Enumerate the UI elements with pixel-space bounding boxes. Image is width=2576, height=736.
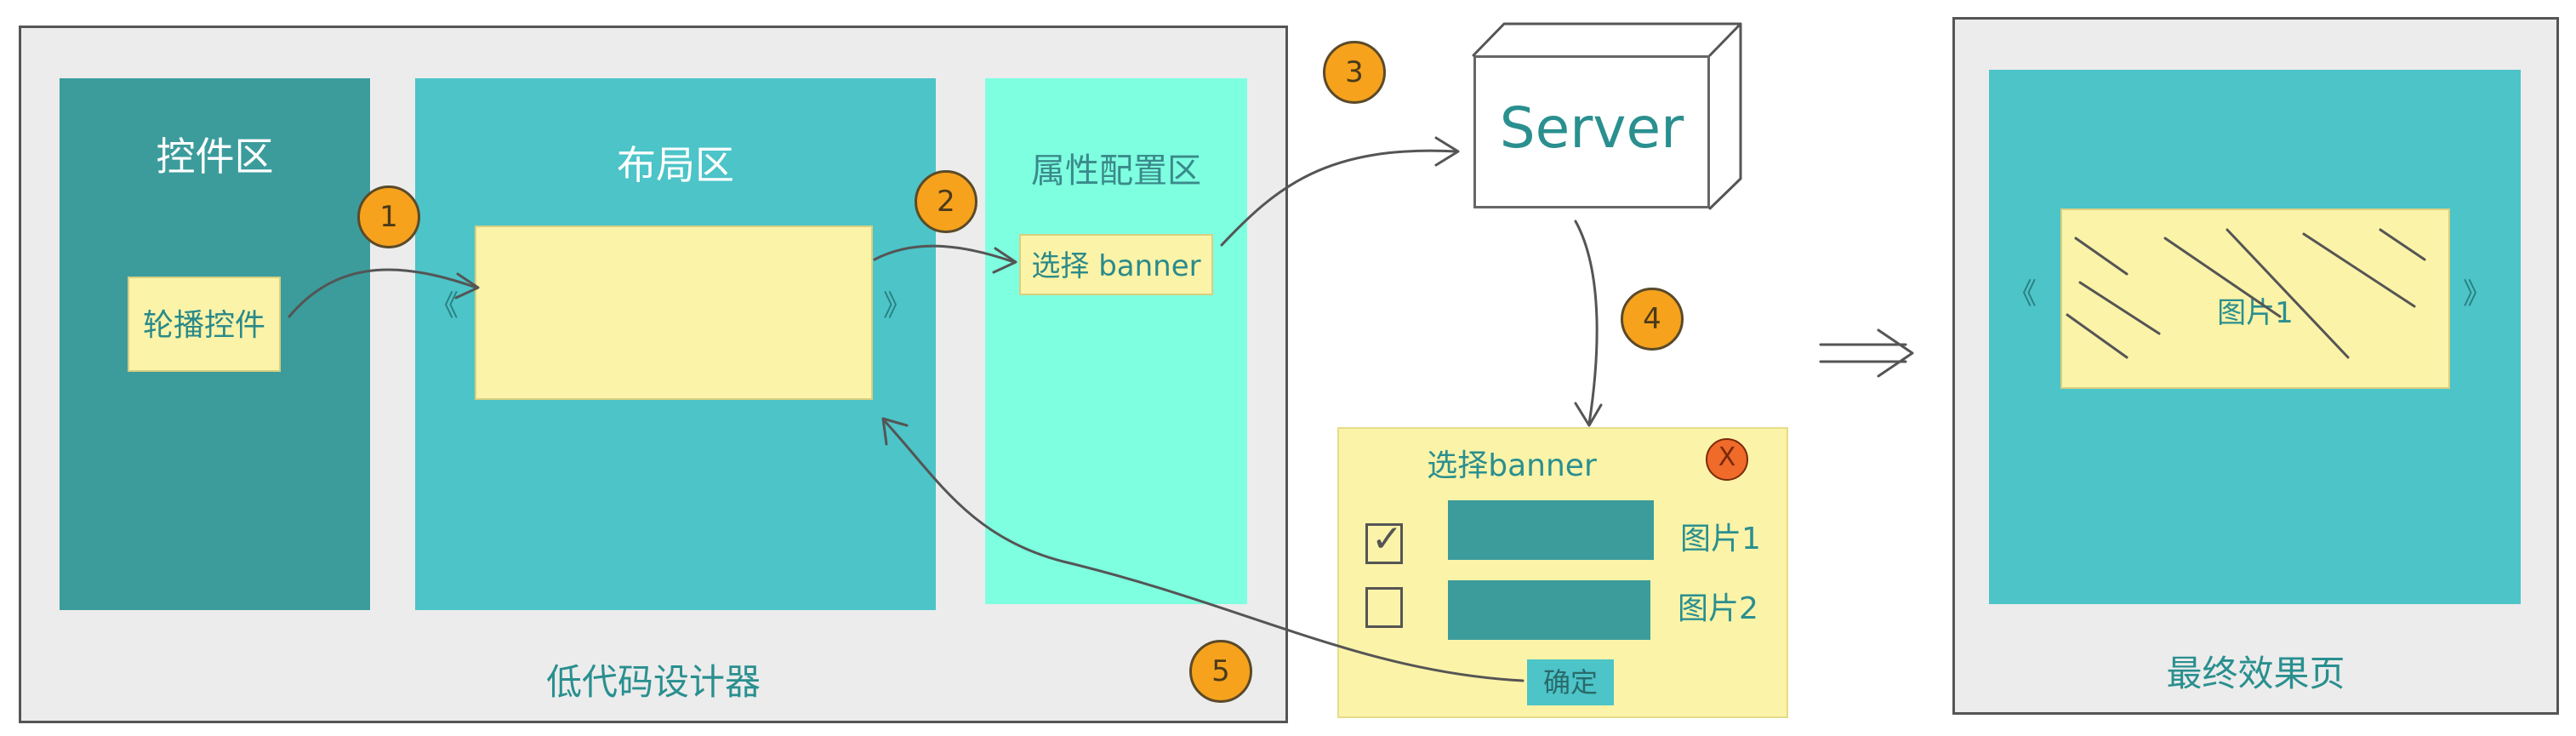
image1-thumbnail <box>1448 500 1654 560</box>
close-icon: X <box>1718 442 1736 472</box>
image2-label: 图片2 <box>1678 591 1758 626</box>
step-1-badge: 1 <box>357 185 420 248</box>
image1-checkbox[interactable] <box>1365 523 1403 564</box>
result-page-title: 最终效果页 <box>2166 653 2345 694</box>
layout-panel-title: 布局区 <box>617 142 734 188</box>
image1-label: 图片1 <box>1680 522 1761 556</box>
property-panel <box>985 78 1247 604</box>
result-prev-arrow[interactable]: 《 <box>2008 277 2037 311</box>
server-label: Server <box>1499 95 1684 161</box>
image2-checkbox[interactable] <box>1365 587 1403 628</box>
controls-panel-title: 控件区 <box>156 134 274 180</box>
carousel-control[interactable]: 轮播控件 <box>128 277 281 372</box>
server-box <box>1473 55 1710 208</box>
step-4-badge: 4 <box>1621 288 1684 351</box>
designer-title: 低代码设计器 <box>545 661 761 703</box>
result-image-label: 图片1 <box>2217 296 2294 330</box>
checkmark-icon: ✓ <box>1371 517 1403 561</box>
result-next-arrow[interactable]: 》 <box>2463 277 2492 311</box>
layout-prev-arrow[interactable]: 《 <box>430 289 459 323</box>
select-banner-field[interactable]: 选择 banner <box>1019 234 1213 295</box>
layout-next-arrow[interactable]: 》 <box>883 289 912 323</box>
step-3-badge: 3 <box>1323 41 1386 104</box>
step-2-badge: 2 <box>915 170 977 233</box>
property-panel-title: 属性配置区 <box>1031 151 1201 191</box>
image2-thumbnail <box>1448 580 1650 640</box>
step-5-badge: 5 <box>1189 640 1252 703</box>
dialog-close-button[interactable] <box>1706 438 1748 481</box>
dialog-title: 选择banner <box>1427 448 1597 483</box>
confirm-button[interactable]: 确定 <box>1527 659 1614 705</box>
banner-placeholder[interactable] <box>475 225 873 400</box>
